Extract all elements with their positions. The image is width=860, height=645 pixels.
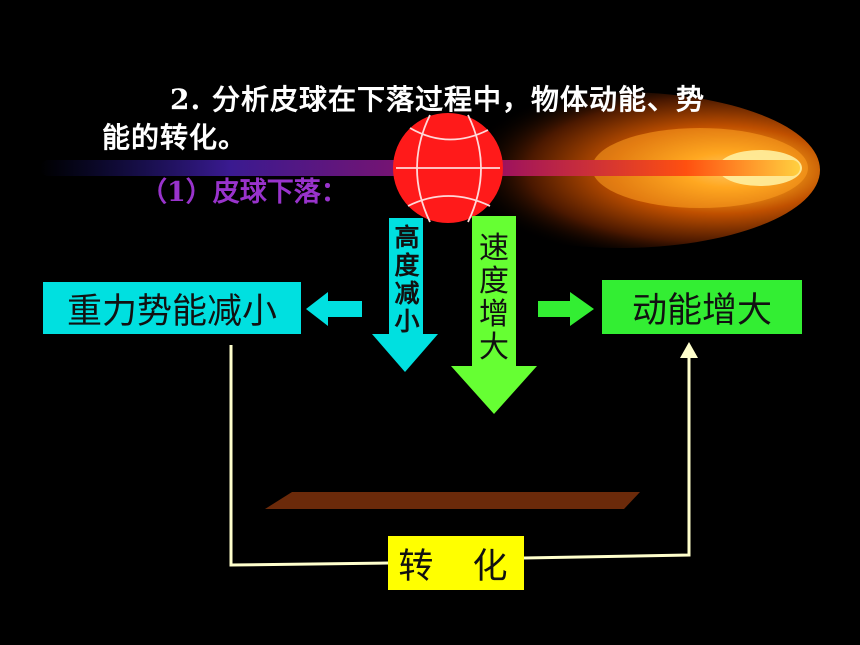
height-decrease-arrow [372, 218, 438, 372]
speed-label-char: 度 [479, 264, 509, 299]
height-label-char: 小 [394, 307, 420, 336]
title-line-1: 2. 分析皮球在下落过程中，物体动能、势 [170, 83, 705, 116]
speed-increase-label: 速 度 增 大 [474, 232, 514, 364]
right-arrow-icon [538, 292, 594, 326]
conversion-label: 转 化 [398, 546, 522, 587]
height-label-char: 度 [394, 251, 420, 280]
speed-label-char: 大 [479, 330, 509, 365]
title-line-2: 能的转化。 [102, 121, 248, 154]
conversion-box: 转 化 [388, 536, 524, 590]
speed-label-char: 速 [479, 231, 509, 266]
potential-energy-label: 重力势能减小 [66, 291, 277, 332]
up-arrowhead-icon [680, 342, 698, 358]
height-decrease-label: 高 度 减 小 [390, 224, 424, 336]
conversion-connector [229, 345, 691, 567]
height-label-char: 高 [394, 223, 420, 252]
ground-surface [265, 492, 640, 509]
kinetic-energy-label: 动能增大 [631, 290, 772, 331]
left-arrow-icon [306, 292, 362, 326]
potential-energy-box: 重力势能减小 [43, 282, 301, 334]
speed-label-char: 增 [479, 297, 509, 332]
basketball-icon [393, 113, 503, 223]
kinetic-energy-box: 动能增大 [602, 280, 802, 334]
subtitle: （1）皮球下落： [140, 177, 348, 208]
height-label-char: 减 [394, 279, 420, 308]
speed-increase-arrow [451, 216, 537, 414]
